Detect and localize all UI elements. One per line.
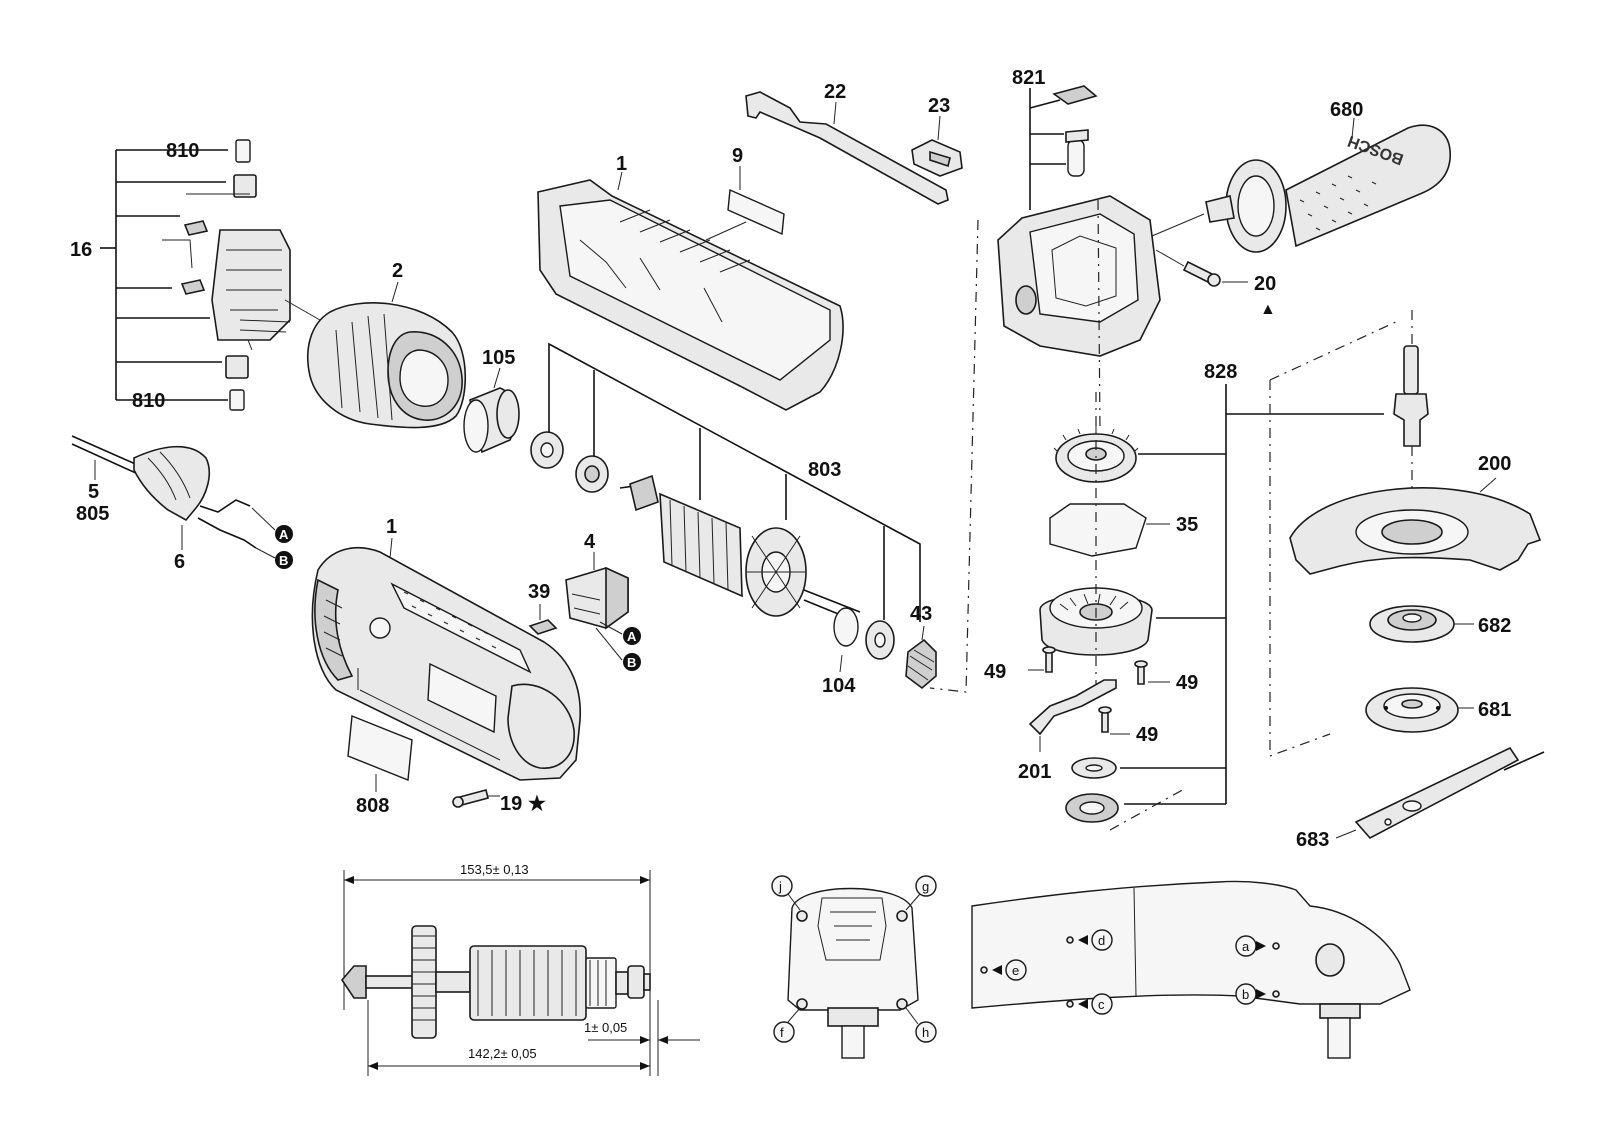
- motor-housing-lower: 1: [311, 516, 582, 781]
- armature-dimension-drawing: 153,5± 0,13 142,2± 0,05 1± 0,05: [340, 862, 700, 1076]
- switch-slider-39: 39: [528, 581, 558, 635]
- bearing-group-803: 803: [530, 342, 921, 622]
- label-828: 828: [1204, 361, 1237, 383]
- label-680: 680: [1330, 99, 1363, 121]
- front-view-drawing: j g f h: [771, 875, 937, 1059]
- screw-20: 20 ▲: [1155, 249, 1276, 318]
- triangle-symbol: ▲: [1260, 301, 1276, 318]
- label-19: 19: [500, 793, 522, 815]
- mounting-flange-682: 682: [1369, 605, 1511, 643]
- label-4: 4: [584, 531, 596, 553]
- star-symbol: ★: [528, 793, 546, 815]
- label-200: 200: [1478, 453, 1511, 475]
- power-cord: A B 5 805 6: [71, 435, 293, 573]
- dimension-total-length: 153,5± 0,13: [460, 862, 529, 877]
- label-1-lower: 1: [386, 516, 397, 538]
- label-39: 39: [528, 581, 550, 603]
- lever-22: 22: [745, 81, 949, 205]
- lock-button-23: 23: [911, 95, 963, 177]
- label-16: 16: [70, 239, 92, 261]
- label-plate-808: 808: [347, 715, 413, 817]
- label-803: 803: [808, 459, 841, 481]
- gear-housing-821: 821: [929, 67, 1161, 693]
- label-682: 682: [1478, 615, 1511, 637]
- label-683: 683: [1296, 829, 1329, 851]
- dimension-offset: 1± 0,05: [584, 1020, 627, 1035]
- aux-handle-680: BOSCH 680: [1151, 99, 1451, 253]
- label-810-top: 810: [166, 140, 199, 162]
- screw-point-c: c: [1098, 997, 1105, 1012]
- screw-point-g: g: [922, 879, 929, 894]
- screw-point-f: f: [780, 1025, 784, 1040]
- screw-point-e: e: [1012, 963, 1019, 978]
- dimension-shaft-length: 142,2± 0,05: [468, 1046, 537, 1061]
- label-49-lower: 49: [1136, 724, 1158, 746]
- armature: 104: [619, 474, 895, 697]
- connector-badge-a1: A: [279, 527, 289, 542]
- motor-housing-upper: 1: [537, 153, 844, 411]
- sleeve-105: 105: [463, 347, 520, 454]
- connector-badge-b2: B: [627, 655, 636, 670]
- label-5: 5: [88, 481, 99, 503]
- label-9: 9: [732, 145, 743, 167]
- label-43: 43: [910, 603, 932, 625]
- label-2: 2: [392, 260, 403, 282]
- field-stator: 2: [307, 260, 467, 429]
- screw-point-d: d: [1098, 933, 1105, 948]
- label-plate-9: 9: [705, 145, 785, 241]
- pinion-43: 43: [905, 603, 937, 690]
- label-821: 821: [1012, 67, 1045, 89]
- label-805: 805: [76, 503, 109, 525]
- screw-point-a: a: [1242, 939, 1250, 954]
- label-22: 22: [824, 81, 846, 103]
- screw-point-b: b: [1242, 987, 1249, 1002]
- label-104: 104: [822, 675, 856, 697]
- label-49-right: 49: [1176, 672, 1198, 694]
- wheel-guard-200: 200: [1289, 453, 1542, 575]
- clamping-nut-681: 681: [1365, 687, 1511, 733]
- screw-19: 19 ★: [452, 789, 546, 815]
- switch-4: 4 A B: [565, 531, 641, 671]
- connector-badge-b1: B: [279, 553, 288, 568]
- label-1-upper: 1: [616, 153, 627, 175]
- spanner-683: 683: [1296, 746, 1545, 851]
- label-808: 808: [356, 795, 389, 817]
- label-49-left: 49: [984, 661, 1006, 683]
- label-6: 6: [174, 551, 185, 573]
- screw-point-h: h: [922, 1025, 929, 1040]
- connector-badge-a2: A: [627, 629, 637, 644]
- label-105: 105: [482, 347, 515, 369]
- label-201: 201: [1018, 761, 1051, 783]
- label-23: 23: [928, 95, 950, 117]
- brush-holder-group: 810 16 810: [70, 139, 321, 412]
- label-20: 20: [1254, 273, 1276, 295]
- side-view-drawing: d e c a b: [971, 880, 1411, 1059]
- label-810-bottom: 810: [132, 390, 165, 412]
- label-35: 35: [1176, 514, 1198, 536]
- gear-group-828: 828 35 49 49 49 201: [984, 361, 1384, 831]
- label-681: 681: [1478, 699, 1511, 721]
- screw-point-j: j: [778, 879, 782, 894]
- assembly-line-right: [1269, 319, 1401, 757]
